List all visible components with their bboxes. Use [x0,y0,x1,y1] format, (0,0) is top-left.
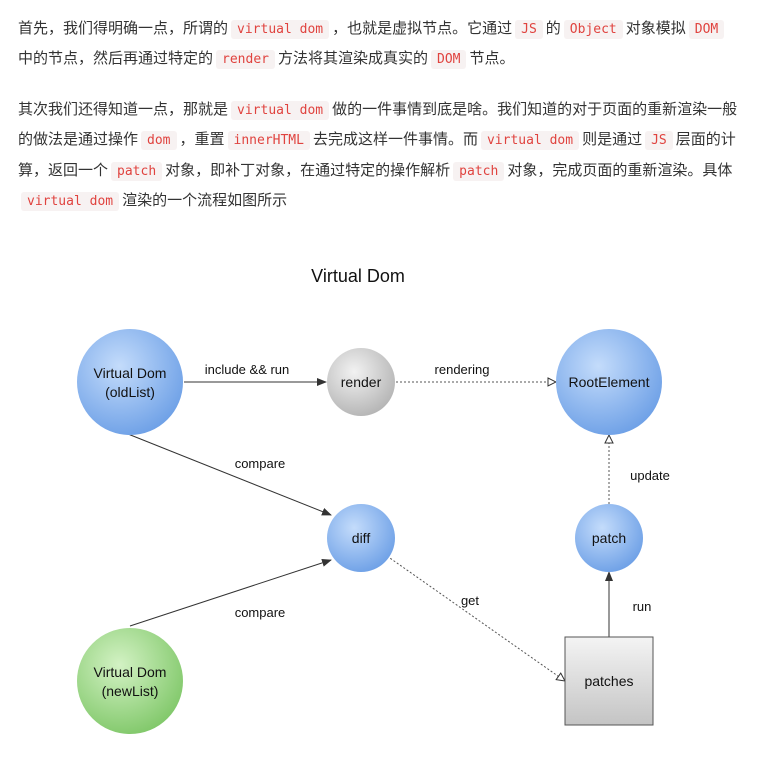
label-update: update [630,468,670,483]
inline-code: virtual dom [480,131,580,151]
text-run: 首先，我们得明确一点，所谓的 [18,19,229,37]
diagram-title: Virtual Dom [311,266,405,286]
label-compare-new: compare [235,605,286,620]
inline-code: patch [111,161,163,181]
inline-code: JS [515,20,543,39]
text-run: 的 [545,19,561,37]
text-run: 对象模拟 [625,19,686,37]
svg-text:patches: patches [584,673,633,689]
label-rendering: rendering [435,362,490,377]
virtual-dom-flow-diagram: Virtual Dom include && run rendering com… [77,266,670,734]
label-get: get [461,593,479,608]
node-virtual-dom-new: Virtual Dom (newList) [77,628,183,734]
node-old-line2: (oldList) [105,384,155,400]
text-run: ，也就是虚拟节点。它通过 [332,19,513,37]
edge-compare-old [127,433,332,516]
text-run: 层面的计算，返回一个 [18,130,736,179]
text-run: 方法将其渲染成真实的 [277,49,428,68]
node-patch: patch [575,504,643,572]
text-run: ，重置 [179,130,225,149]
text-run: 节点。 [469,49,515,68]
text-run: 则是通过 [582,130,643,149]
text-run: 去完成这样一件事情。而 [312,130,478,149]
inline-code: DOM [688,20,725,39]
inline-code: virtual dom [21,192,120,212]
edge-compare-new [129,559,332,627]
node-render: render [327,348,395,416]
svg-text:RootElement: RootElement [569,374,650,390]
node-new-line2: (newList) [102,683,159,699]
label-run: run [633,599,652,614]
node-diff: diff [327,504,395,572]
inline-code: virtual dom [231,20,330,39]
node-root-element: RootElement [556,329,662,435]
text-run: 渲染的一个流程如图所示 [122,191,288,210]
inline-code: innerHTML [227,131,310,151]
inline-code: Object [563,20,623,39]
text-run: 对象，即补丁对象，在通过特定的操作解析 [165,160,451,179]
inline-code: DOM [431,50,467,70]
label-include-run: include && run [205,362,290,377]
svg-text:render: render [341,374,382,390]
node-virtual-dom-old: Virtual Dom (oldList) [77,329,183,435]
svg-text:diff: diff [352,530,371,546]
inline-code: dom [141,131,177,151]
text-run: 中的节点，然后再通过特定的 [18,49,214,68]
text-run: 对象，完成页面的重新渲染。具体 [507,160,733,179]
node-old-line1: Virtual Dom [94,365,167,381]
text-run: 其次我们还得知道一点，那就是 [18,100,229,118]
edge-get [386,555,565,681]
inline-code: render [216,50,275,70]
text-run: 做的一件事情到底是啥。我们知道的对于页面的重新渲染一般的做法是通过操作 [18,100,738,149]
node-new-line1: Virtual Dom [94,664,167,680]
svg-text:patch: patch [592,530,626,546]
inline-code: virtual dom [231,101,330,120]
node-patches: patches [564,636,654,726]
label-compare-old: compare [235,456,286,471]
inline-code: JS [645,131,673,151]
inline-code: patch [453,161,505,181]
